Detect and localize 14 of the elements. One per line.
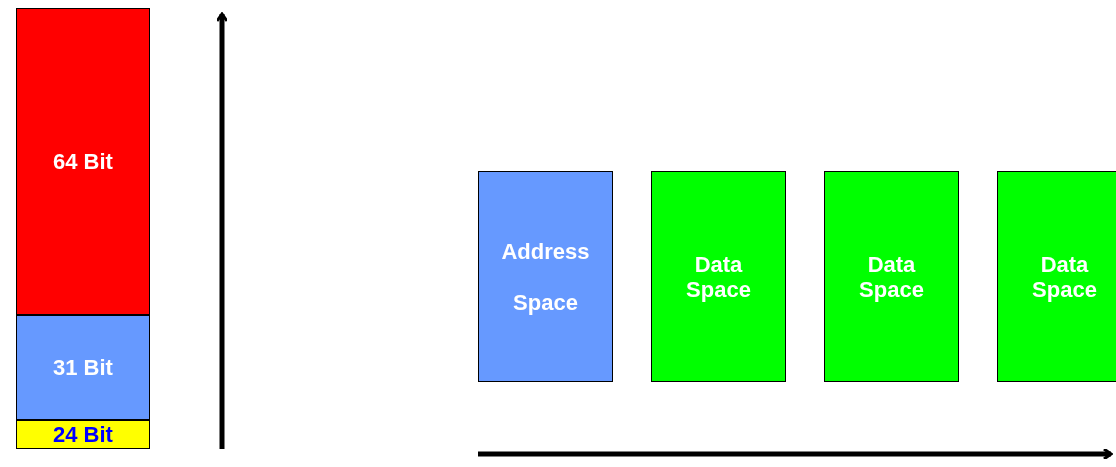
box-label: Data Space xyxy=(685,251,752,302)
box-label: 31 Bit xyxy=(53,354,113,381)
bit-width-segment xyxy=(16,8,150,315)
box-label: Data Space xyxy=(858,251,925,302)
box-label: 64 Bit xyxy=(53,148,113,175)
bit-width-segment xyxy=(16,420,150,449)
address-space-box xyxy=(478,171,613,382)
box-label: 24 Bit xyxy=(53,421,113,448)
bit-width-segment xyxy=(16,315,150,420)
data-space-box xyxy=(651,171,786,382)
box-label: Data Space xyxy=(1031,251,1098,302)
data-space-box xyxy=(997,171,1116,382)
box-label: Address Space xyxy=(500,237,591,317)
data-space-box xyxy=(824,171,959,382)
